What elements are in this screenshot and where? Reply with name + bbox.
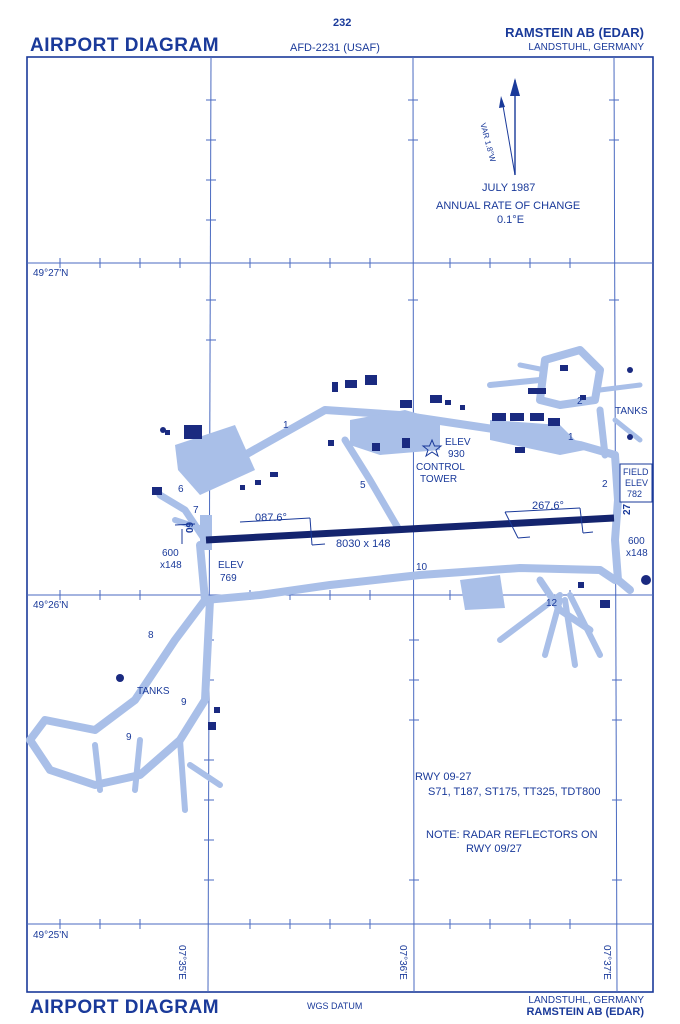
- mag-rate-label: ANNUAL RATE OF CHANGE: [436, 200, 581, 212]
- footer-datum: WGS DATUM: [307, 1001, 363, 1011]
- taxiway-label: 5: [360, 480, 366, 491]
- grid-lines: [27, 56, 653, 993]
- note-line-2: RWY 09/27: [466, 843, 522, 855]
- overrun-west-width: x148: [160, 560, 182, 571]
- runway-dimensions: 8030 x 148: [336, 538, 391, 550]
- lon-label-1: 07°35'E: [176, 945, 187, 980]
- lon-label-3: 07°37'E: [601, 945, 612, 980]
- mag-date: JULY 1987: [482, 182, 536, 194]
- footer-location: LANDSTUHL, GERMANY: [528, 995, 644, 1006]
- tower-elev-label: ELEV: [445, 437, 471, 448]
- lat-label-1: 49°27'N: [33, 268, 69, 279]
- overrun-east-width: x148: [626, 548, 648, 559]
- field-elev-box: [619, 463, 653, 503]
- footer-title: AIRPORT DIAGRAM: [30, 997, 220, 1018]
- taxiway-label: 9: [126, 732, 132, 743]
- runway-elev-label: ELEV: [218, 560, 244, 571]
- lat-label-2: 49°26'N: [33, 600, 69, 611]
- runway-09-label: 09: [185, 521, 196, 533]
- page-number: 232: [333, 17, 352, 29]
- runway-27-label: 27: [622, 503, 633, 515]
- tanks-sw-label: TANKS: [137, 686, 170, 697]
- chart-frame: [26, 56, 654, 993]
- grid-ticks: [59, 99, 622, 929]
- taxiway-label: 9: [181, 697, 187, 708]
- taxiway-label: 12: [546, 598, 558, 609]
- runway-09-27: [205, 514, 615, 544]
- rwy-strength-label: RWY 09-27: [415, 771, 472, 783]
- north-arrow: [499, 78, 520, 176]
- taxiway-label: 10: [416, 562, 428, 573]
- tanks-ne-label: TANKS: [615, 406, 648, 417]
- control-tower-icon: [421, 438, 443, 458]
- taxiway-label: 2: [602, 479, 608, 490]
- runway-elev-value: 769: [220, 573, 237, 584]
- runway-heading-markers: [174, 507, 594, 546]
- chart-title: AIRPORT DIAGRAM: [30, 35, 220, 56]
- overrun-east: 600: [628, 536, 645, 547]
- taxiway-label: 1: [568, 432, 574, 443]
- footer-airport: RAMSTEIN AB (EDAR): [526, 1006, 644, 1018]
- heading-east: 267.6°: [532, 500, 564, 512]
- note-line-1: NOTE: RADAR REFLECTORS ON: [426, 829, 598, 841]
- field-elev-1: FIELD: [623, 467, 649, 477]
- overrun-west: 600: [162, 548, 179, 559]
- taxiway-label: 2: [577, 396, 583, 407]
- field-elev-value: 782: [627, 489, 643, 499]
- tower-elev-value: 930: [448, 449, 465, 460]
- field-elev-2: ELEV: [625, 478, 649, 488]
- tower-label-2: TOWER: [420, 474, 458, 485]
- airport-location: LANDSTUHL, GERMANY: [528, 42, 644, 53]
- taxiway-label: 1: [283, 420, 289, 431]
- taxiway-label: 6: [178, 484, 184, 495]
- taxiway-label: 8: [148, 630, 154, 641]
- aprons: [175, 410, 585, 610]
- buildings: [116, 365, 651, 730]
- airport-name: RAMSTEIN AB (EDAR): [505, 25, 644, 40]
- doc-id: AFD-2231 (USAF): [290, 42, 380, 54]
- mag-rate-value: 0.1°E: [497, 214, 525, 226]
- heading-west: 087.6°: [255, 512, 287, 524]
- tower-label-1: CONTROL: [416, 462, 465, 473]
- rwy-strengths: S71, T187, ST175, TT325, TDT800: [428, 786, 601, 798]
- taxiway-network: [26, 346, 643, 813]
- lon-label-2: 07°36'E: [397, 945, 408, 980]
- taxiway-label: 7: [193, 505, 199, 516]
- lat-label-3: 49°25'N: [33, 930, 69, 941]
